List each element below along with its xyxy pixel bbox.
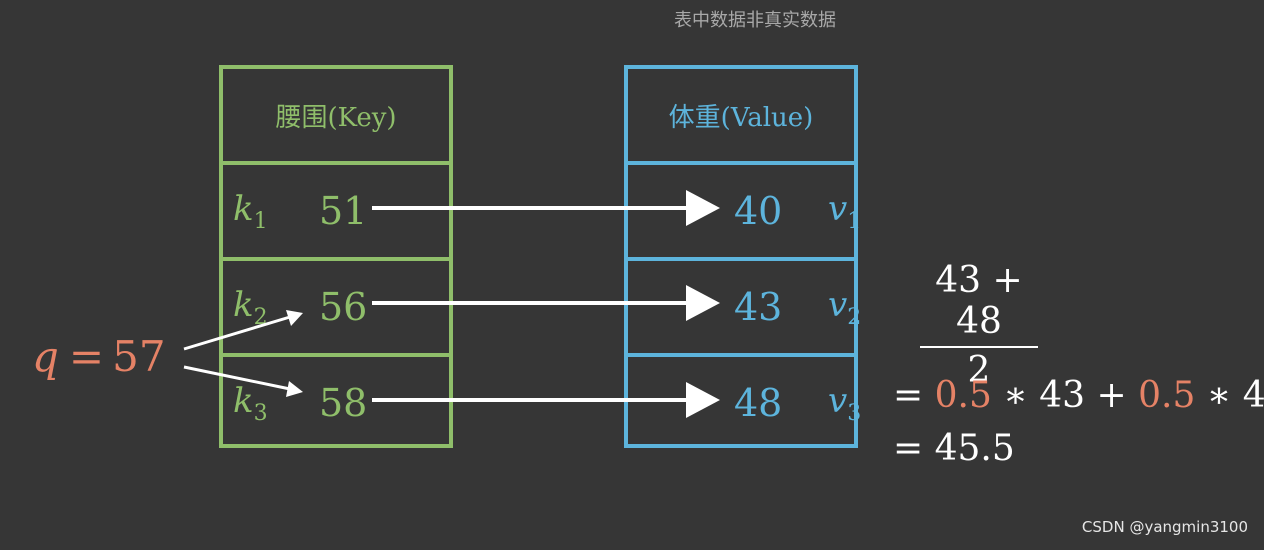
average-fraction: 43 + 48 2 bbox=[920, 260, 1038, 391]
value-value-3: 48 bbox=[734, 381, 783, 425]
key-symbol-3: k3 bbox=[233, 381, 268, 426]
value-symbol-3: v3 bbox=[828, 381, 862, 426]
key-row-1: k1 51 bbox=[223, 161, 449, 257]
query-equals: = bbox=[68, 332, 105, 381]
query-value: 57 bbox=[112, 332, 166, 381]
fraction-denominator: 2 bbox=[967, 350, 991, 391]
query-variable: q bbox=[32, 332, 59, 381]
value-row-2: 43 v2 bbox=[628, 257, 861, 353]
watermark: CSDN @yangmin3100 bbox=[1081, 518, 1248, 536]
key-to-value-arrow-1 bbox=[372, 190, 720, 226]
value-value-2: 43 bbox=[734, 285, 783, 329]
key-to-value-arrow-3 bbox=[372, 382, 720, 418]
key-table: 腰围(Key) k1 51 k2 56 k3 58 bbox=[219, 65, 453, 448]
value-value-1: 40 bbox=[734, 189, 783, 233]
key-to-value-arrow-2 bbox=[372, 285, 720, 321]
weighted-sum-equals: = bbox=[893, 375, 924, 416]
query-expression: q=57 bbox=[32, 332, 166, 381]
value-row-1: 40 v1 bbox=[628, 161, 861, 257]
value-symbol-1: v1 bbox=[828, 189, 862, 234]
key-value-3: 58 bbox=[319, 381, 368, 425]
fraction-numerator: 43 + 48 bbox=[920, 260, 1038, 348]
value-table-header: 体重(Value) bbox=[628, 69, 854, 161]
key-value-1: 51 bbox=[319, 189, 368, 233]
key-header-label: 腰围(Key) bbox=[275, 103, 397, 133]
value-header-label: 体重(Value) bbox=[668, 103, 814, 133]
key-symbol-1: k1 bbox=[233, 189, 268, 234]
value-table: 体重(Value) 40 v1 43 v2 48 v3 bbox=[624, 65, 861, 448]
weight-1: 0.5 bbox=[934, 375, 992, 416]
weight-2: 0.5 bbox=[1138, 375, 1196, 416]
key-table-header: 腰围(Key) bbox=[223, 69, 449, 161]
value-row-3: 48 v3 bbox=[628, 353, 861, 448]
query-to-key-arrow-2 bbox=[183, 310, 303, 351]
term-2: ∗ 48 bbox=[1206, 375, 1264, 416]
key-row-2: k2 56 bbox=[223, 257, 449, 353]
result-line: = 45.5 bbox=[893, 428, 1015, 469]
term-1: ∗ 43 + bbox=[991, 375, 1139, 416]
key-row-3: k3 58 bbox=[223, 353, 449, 448]
value-symbol-2: v2 bbox=[828, 285, 862, 330]
query-to-key-arrow-3 bbox=[183, 365, 303, 397]
disclaimer-note: 表中数据非真实数据 bbox=[674, 10, 836, 31]
key-value-2: 56 bbox=[319, 285, 368, 329]
weighted-sum-line: = 0.5 ∗ 43 + 0.5 ∗ 48 bbox=[893, 375, 1264, 416]
